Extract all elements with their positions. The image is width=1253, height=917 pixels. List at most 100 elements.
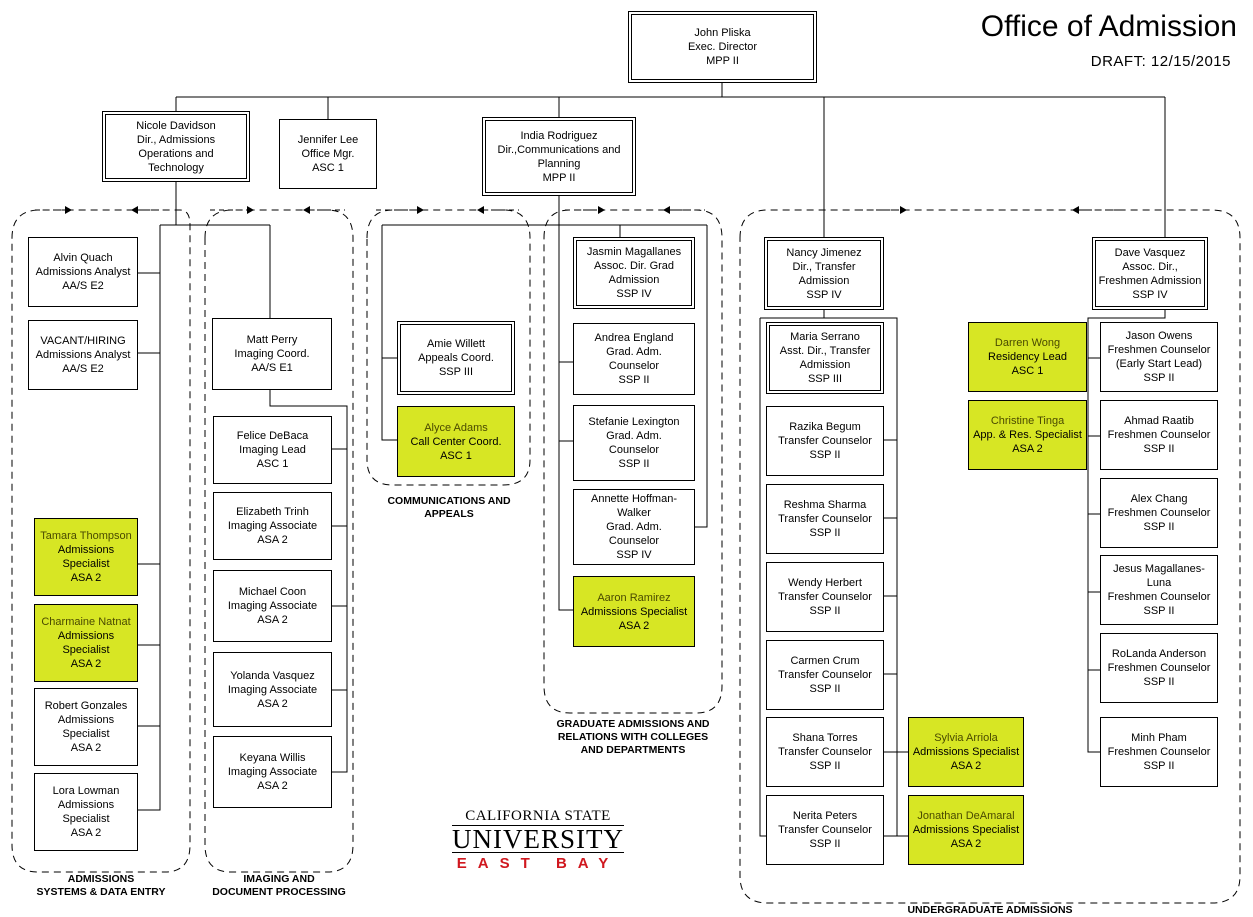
box-line: DOCUMENT PROCESSING bbox=[212, 886, 346, 898]
box-line: Wendy Herbert bbox=[788, 577, 862, 589]
box-line: Dir., Admissions bbox=[136, 133, 216, 146]
group-outline-graduate bbox=[543, 209, 723, 714]
box-line: Imaging Associate bbox=[227, 683, 318, 696]
group-outline-systems bbox=[11, 209, 191, 873]
box-line: AA/S E2 bbox=[62, 363, 104, 375]
box-line: Assoc. Dir. Grad bbox=[593, 260, 675, 272]
box-line: Sylvia Arriola bbox=[934, 732, 998, 744]
box-line: Exec. Director bbox=[687, 41, 758, 53]
box-line: ASC 1 bbox=[1011, 365, 1044, 377]
box-line: Jason Owens bbox=[1125, 330, 1193, 342]
box-line: Transfer Counselor bbox=[778, 591, 872, 603]
box-line: SSP IV bbox=[616, 288, 652, 300]
box-line: SSP II bbox=[1143, 605, 1175, 617]
box-line: Grad. Adm. bbox=[606, 430, 662, 442]
box-line: Shana Torres bbox=[792, 732, 858, 744]
box-line: Yolanda Vasquez bbox=[230, 669, 315, 682]
box-line: Jasmin Magallanes bbox=[586, 246, 682, 258]
box-line: Tamara Thompson bbox=[40, 530, 132, 542]
box-line: Call Center Coord. bbox=[410, 435, 502, 448]
box-line: ASC 1 bbox=[440, 449, 472, 462]
box-line: SSP IV bbox=[1132, 288, 1168, 301]
box-line: Transfer Counselor bbox=[778, 824, 872, 836]
box-line: Admission bbox=[799, 359, 851, 371]
box-line: SSP II bbox=[809, 449, 841, 461]
box-line: India Rodriguez bbox=[520, 129, 598, 142]
box-line: Nancy Jimenez bbox=[786, 246, 862, 259]
box-line: SSP II bbox=[1143, 676, 1175, 688]
box-line: Alex Chang bbox=[1130, 493, 1188, 505]
box-line: AA/S E2 bbox=[62, 280, 104, 292]
box-line: RoLanda Anderson bbox=[1111, 648, 1207, 660]
box-line: SSP IV bbox=[616, 549, 652, 561]
box-line: SSP II bbox=[1143, 372, 1175, 384]
box-line: Admissions bbox=[57, 799, 115, 811]
box-line: Jennifer Lee bbox=[297, 134, 359, 146]
box-line: ASA 2 bbox=[257, 614, 288, 626]
box-line: Andrea England bbox=[594, 332, 674, 344]
box-line: Freshmen Counselor bbox=[1107, 746, 1211, 758]
box-line: Transfer Counselor bbox=[778, 746, 872, 758]
box-line: Minh Pham bbox=[1131, 732, 1187, 744]
box-line: ASA 2 bbox=[70, 572, 102, 584]
box-line: Admission bbox=[798, 274, 850, 287]
draft-date: DRAFT: 12/15/2015 bbox=[1090, 53, 1231, 70]
box-line: UNDERGRADUATE ADMISSIONS bbox=[907, 904, 1073, 916]
box-line: VACANT/HIRING bbox=[40, 335, 126, 347]
box-line: Admissions Specialist bbox=[580, 605, 688, 618]
box-line: SSP III bbox=[807, 373, 843, 385]
box-line: Imaging Lead bbox=[239, 444, 306, 456]
box-line: IMAGING AND bbox=[243, 873, 315, 885]
box-line: Lora Lowman bbox=[52, 785, 120, 797]
box-line: RELATIONS WITH COLLEGES bbox=[557, 731, 709, 743]
box-line: Charmaine Natnat bbox=[41, 616, 131, 628]
box-line: ASC 1 bbox=[256, 458, 289, 470]
box-line: Specialist bbox=[62, 644, 110, 656]
box-line: SSP III bbox=[438, 366, 474, 378]
box-line: Stefanie Lexington bbox=[588, 416, 680, 428]
box-line: Imaging Associate bbox=[227, 600, 318, 612]
box-line: AND DEPARTMENTS bbox=[580, 744, 686, 756]
box-line: Admissions bbox=[57, 544, 115, 556]
box-line: Asst. Dir., Transfer bbox=[779, 345, 871, 357]
box-line: Maria Serrano bbox=[790, 331, 860, 343]
box-line: Specialist bbox=[62, 558, 110, 570]
box-line: MPP II bbox=[542, 171, 576, 184]
box-line: ASA 2 bbox=[257, 534, 288, 546]
box-line: Freshmen Counselor bbox=[1107, 429, 1211, 441]
box-line: Grad. Adm. bbox=[606, 346, 662, 358]
box-line: SYSTEMS & DATA ENTRY bbox=[36, 886, 166, 898]
box-line: SSP IV bbox=[806, 288, 842, 301]
logo-line1: CALIFORNIA STATE bbox=[465, 808, 611, 824]
box-line: SSP II bbox=[809, 605, 841, 617]
box-line: Admissions Analyst bbox=[35, 349, 131, 361]
